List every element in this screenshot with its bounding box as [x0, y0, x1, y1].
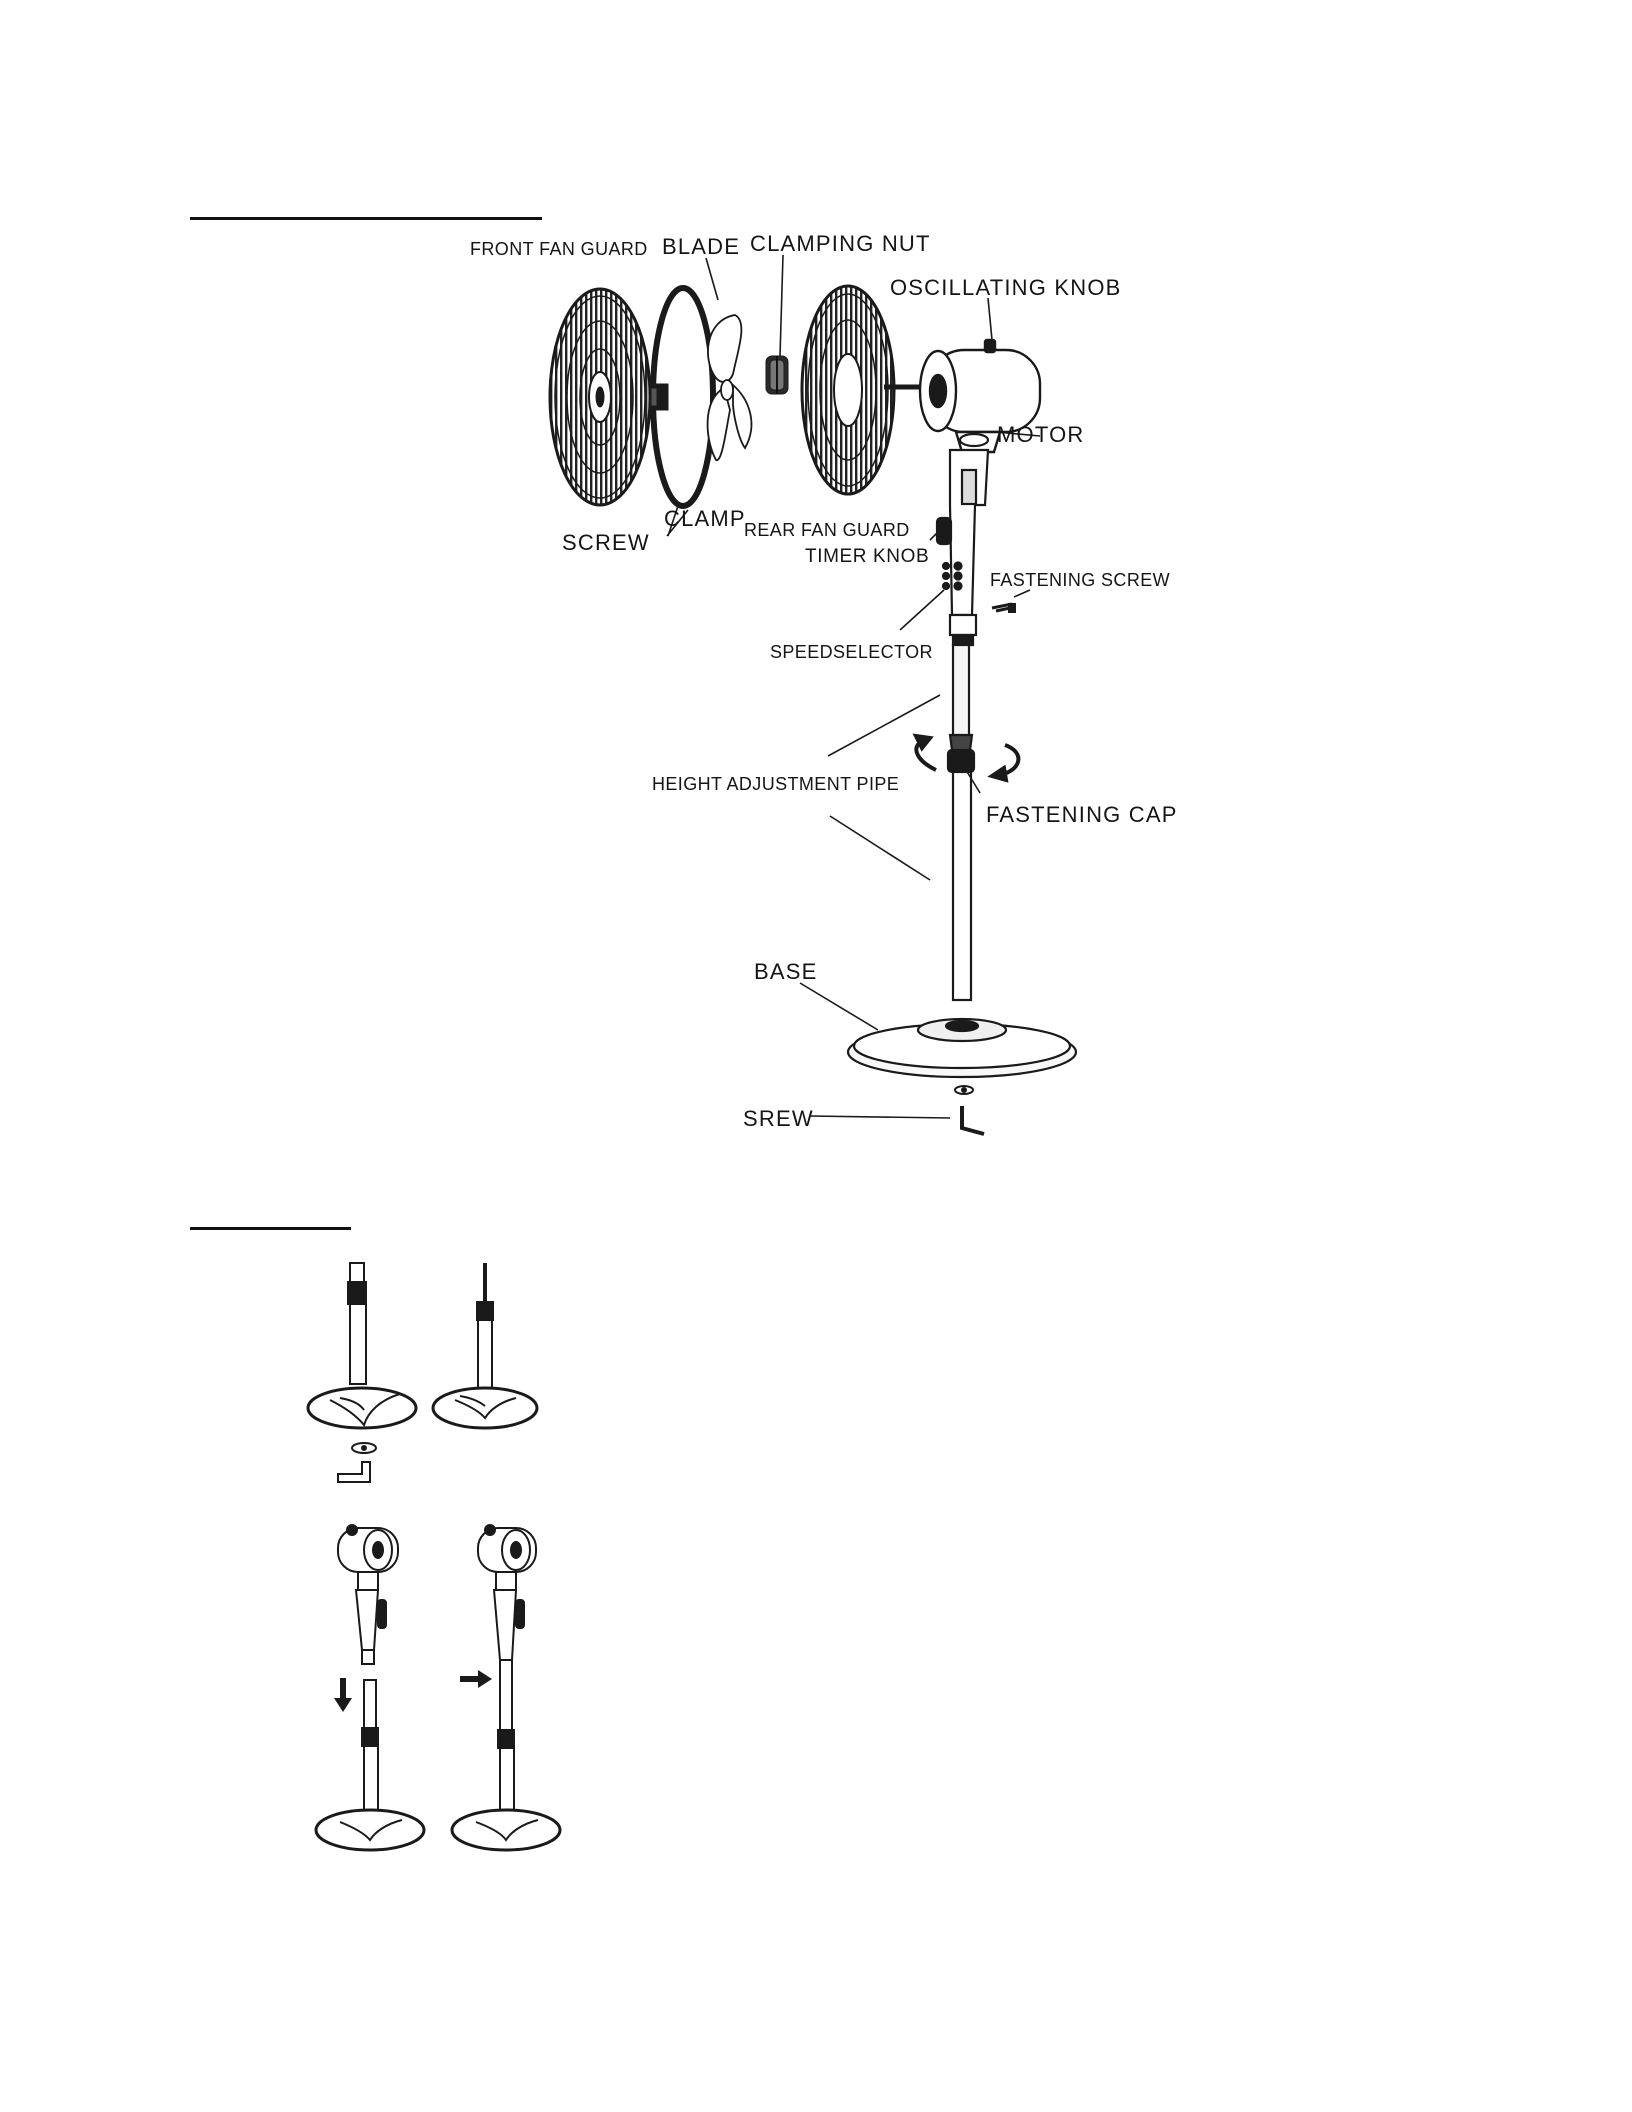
- label-clamping-nut: CLAMPING NUT: [750, 233, 931, 255]
- label-srew: SREW: [743, 1108, 814, 1130]
- label-height-adjustment-pipe: HEIGHT ADJUSTMENT PIPE: [652, 775, 899, 793]
- label-base: BASE: [754, 961, 818, 983]
- front-fan-guard: [550, 289, 650, 505]
- right-arrow-icon: [460, 1670, 492, 1688]
- label-oscillating-knob: OSCILLATING KNOB: [890, 277, 1122, 299]
- base-screw: [955, 1086, 984, 1134]
- assembly-step2-right: [452, 1525, 560, 1850]
- label-blade: BLADE: [662, 236, 740, 258]
- assembly-step1-left: [308, 1263, 416, 1482]
- clamping-nut: [766, 356, 788, 394]
- label-screw: SCREW: [562, 532, 650, 554]
- clamp-ring: [651, 288, 713, 506]
- label-motor: MOTOR: [997, 424, 1084, 446]
- assembly-step2-left: [316, 1525, 424, 1850]
- label-speed-selector: SPEEDSELECTOR: [770, 643, 933, 661]
- label-rear-fan-guard: REAR FAN GUARD: [744, 521, 910, 539]
- label-fastening-cap: FASTENING CAP: [986, 804, 1178, 826]
- fan-base: [848, 1019, 1076, 1077]
- height-adjustment-pipe: [948, 645, 974, 1000]
- rotate-left-arrow-icon: [916, 736, 936, 770]
- rear-fan-guard: [802, 286, 894, 494]
- label-timer-knob: TIMER KNOB: [805, 547, 929, 566]
- control-tube: [937, 434, 1012, 645]
- label-fastening-screw: FASTENING SCREW: [990, 571, 1170, 589]
- assembly-step1-right: [433, 1263, 537, 1428]
- down-arrow-icon: [334, 1678, 352, 1712]
- label-front-fan-guard: FRONT FAN GUARD: [470, 240, 648, 258]
- rotate-right-arrow-icon: [992, 745, 1018, 780]
- label-clamp: CLAMP: [664, 508, 746, 530]
